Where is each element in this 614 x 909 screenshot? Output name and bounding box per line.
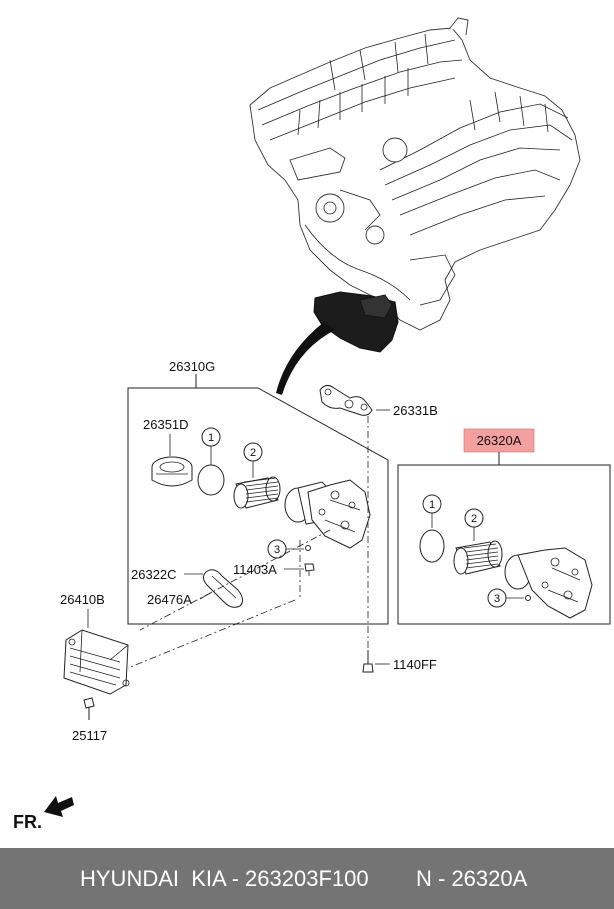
label-1140FF: 1140FF [393, 657, 437, 672]
catalog-part-number: N - 26320A [416, 865, 528, 891]
oil-cooler-part: 26410B [60, 592, 130, 695]
filter-housing-part [284, 479, 371, 549]
assembly-lines [127, 416, 369, 669]
front-arrow-icon [44, 796, 74, 817]
callout-1: 1 [208, 432, 214, 444]
small-bolt-part: 11403A [233, 562, 315, 577]
filter-element-part: 2 [233, 442, 281, 509]
kit-callout-1: 1 [429, 499, 435, 511]
oil-cooler-assembly-group: 26310G [127, 359, 389, 625]
long-bolt-part: 1140FF [362, 650, 437, 673]
cap-part: 26351D [143, 417, 193, 487]
callout-2: 2 [250, 447, 256, 459]
top-gasket-part: 26331B [319, 384, 438, 418]
filter-kit-group: 26320A 1 2 3 [397, 428, 611, 625]
label-25117: 25117 [72, 728, 107, 743]
part-number-footer: HYUNDAI KIA - 263203F100 N - 26320A [0, 848, 614, 909]
o-ring-part: 1 [197, 427, 225, 496]
kit-callout-3: 3 [494, 593, 500, 605]
kit-callout-2: 2 [471, 513, 477, 525]
location-pointer-arrow [276, 322, 335, 395]
drain-plug-callout: 3 [267, 539, 311, 559]
front-direction-indicator: FR. [13, 796, 74, 832]
label-26476A: 26476A [147, 592, 192, 607]
label-26322C: 26322C [131, 567, 177, 582]
engine-illustration [249, 17, 581, 395]
label-26310G: 26310G [169, 359, 215, 374]
label-26331B: 26331B [393, 403, 438, 418]
brand-part-number: HYUNDAI KIA - 263203F100 [80, 865, 369, 891]
label-26351D: 26351D [143, 417, 189, 432]
callout-3: 3 [274, 544, 280, 556]
front-label: FR. [13, 812, 42, 832]
label-26410B: 26410B [60, 592, 105, 607]
plug-and-seal-parts: 26322C 26476A [131, 567, 244, 608]
label-11403A: 11403A [233, 562, 277, 577]
label-26320A: 26320A [477, 433, 522, 448]
parts-diagram: 26310G 26351D 1 2 3 [13, 17, 611, 832]
cooler-bolt-part: 25117 [72, 697, 107, 743]
